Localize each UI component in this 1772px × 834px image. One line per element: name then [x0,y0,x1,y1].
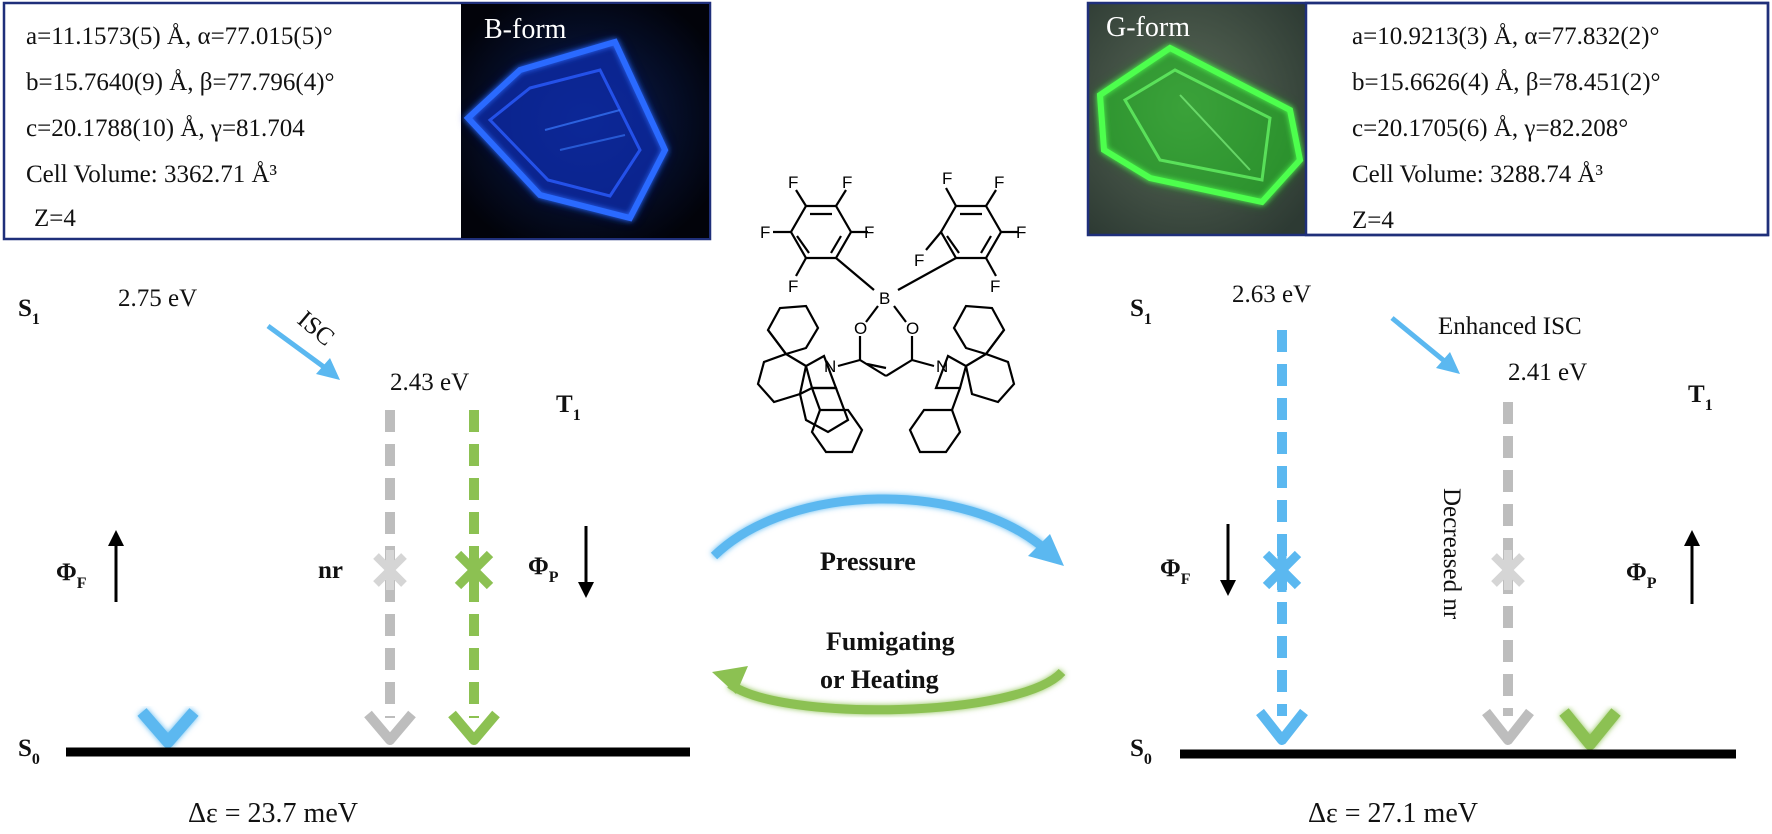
g-form-param-b: b=15.6626(4) Å, β=78.451(2)° [1352,69,1661,96]
nitrogen-atom-label-left: N [824,357,836,376]
fluorine-label-3: F [760,223,770,242]
oxygen-atom-label-right: O [906,319,919,338]
pressure-arrow [710,494,1064,566]
g-form-nr-cross-icon [1491,550,1525,590]
b-form-param-a: a=11.1573(5) Å, α=77.015(5)° [26,23,333,50]
b-form-energy-diagram: 2.75 eV S1 ISC 2.43 eV T1 nr ΦF [18,285,690,829]
g-form-param-c: c=20.1705(6) Å, γ=82.208° [1352,115,1628,142]
g-form-isc-arrow [1390,316,1450,366]
boron-atom-label: B [879,289,890,308]
b-form-z-value: Z=4 [34,205,76,232]
g-form-energy-diagram: 2.63 eV S1 Enhanced ISC 2.41 eV T1 Decre… [1130,281,1736,829]
g-form-phi-p-label: ΦP [1626,559,1657,592]
b-form-phi-f-label: ΦF [56,559,87,592]
g-form-t1-label: T1 [1688,381,1713,414]
b-form-param-c: c=20.1788(10) Å, γ=81.704 [26,115,305,142]
pressure-label: Pressure [820,547,916,576]
g-form-phi-p-up-icon [1684,530,1700,604]
g-form-crystal-photo: G-form [1088,3,1306,235]
heating-label: or Heating [820,665,939,694]
fluorine-label-5: F [788,277,798,296]
fluorine-label-1: F [788,173,798,192]
fluorine-label-8: F [1016,223,1026,242]
fumigating-heating-arrow [712,666,1066,715]
molecule-atom-labels: B O O N N F F F F F F F F F F [760,169,1026,376]
b-form-phi-p-label: ΦP [528,553,559,586]
g-form-fluorescence-cross-icon [1262,548,1302,592]
b-form-phosphorescence-cross-icon [454,548,494,592]
fluorine-label-10: F [914,251,924,270]
b-form-crystal-photo: B-form [461,4,709,238]
fumigating-label: Fumigating [826,627,955,656]
fluorine-label-9: F [990,277,1000,296]
b-form-phi-f-up-icon [108,530,124,602]
g-form-isc-label: Enhanced ISC [1438,313,1582,340]
fluorine-label-7: F [994,173,1004,192]
g-form-cell-volume: Cell Volume: 3288.74 Å³ [1352,161,1604,188]
b-form-nr-label: nr [318,557,343,584]
b-form-nr-cross-icon [373,550,407,590]
b-form-energy-gap: Δε = 23.7 meV [188,798,358,829]
b-form-isc-arrow [266,323,330,373]
b-form-s1-label: S1 [18,295,40,328]
g-form-param-a: a=10.9213(3) Å, α=77.832(2)° [1352,23,1660,50]
g-form-z-value: Z=4 [1352,207,1394,234]
b-form-s0-label: S0 [18,735,40,768]
b-form-photo-label: B-form [484,14,567,45]
g-form-energy-gap: Δε = 27.1 meV [1308,798,1478,829]
g-form-s1-label: S1 [1130,295,1152,328]
g-form-s1-energy: 2.63 eV [1232,281,1311,308]
g-form-phi-f-label: ΦF [1160,555,1191,588]
g-form-nr-label: Decreased nr [1438,488,1465,620]
g-form-phi-f-down-icon [1220,524,1236,596]
b-form-cell-volume: Cell Volume: 3362.71 Å³ [26,161,278,188]
b-form-param-b: b=15.7640(9) Å, β=77.796(4)° [26,69,335,96]
fluorine-label-6: F [942,169,952,188]
b-form-t1-label: T1 [556,391,581,424]
g-form-info-panel: a=10.9213(3) Å, α=77.832(2)° b=15.6626(4… [1086,1,1770,237]
molecule-structure [756,187,1018,454]
g-form-photo-label: G-form [1106,12,1190,43]
fluorine-label-4: F [864,223,874,242]
b-form-isc-label: ISC [292,306,339,352]
fluorine-label-2: F [842,173,852,192]
b-form-t1-energy: 2.43 eV [390,369,469,396]
b-form-phi-p-down-icon [578,526,594,598]
g-form-s0-label: S0 [1130,735,1152,768]
b-form-s1-energy: 2.75 eV [118,285,197,312]
g-form-t1-energy: 2.41 eV [1508,359,1587,386]
oxygen-atom-label-left: O [854,319,867,338]
nitrogen-atom-label-right: N [936,357,948,376]
